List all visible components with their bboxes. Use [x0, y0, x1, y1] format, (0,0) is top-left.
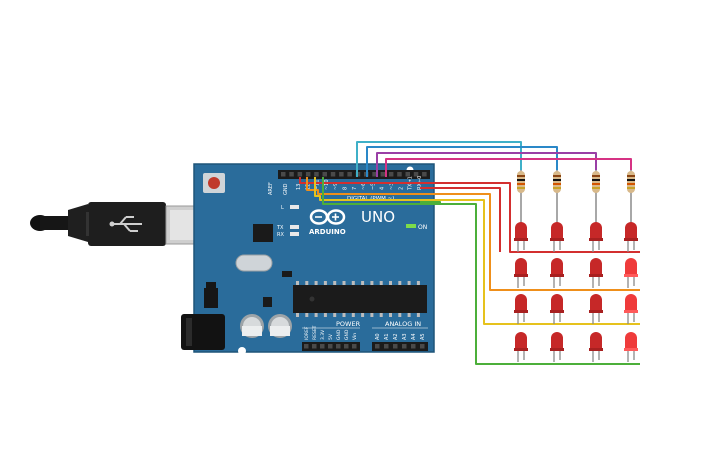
wire-yellow	[314, 177, 640, 325]
row-wires	[299, 177, 640, 365]
power-pin-label: 5V	[328, 333, 334, 340]
power-pin-label: GND	[344, 329, 350, 340]
wire-magenta	[385, 158, 632, 177]
aref-label: AREF	[268, 182, 274, 195]
led[interactable]	[589, 332, 603, 362]
led[interactable]	[589, 294, 603, 324]
wire-cyan	[356, 141, 522, 177]
tx-label: TX	[276, 225, 284, 231]
digital-pin-label: 8	[343, 187, 349, 190]
analog-pin-label: A1	[384, 333, 390, 340]
resistors	[517, 170, 635, 230]
analog-pin-label: A2	[393, 333, 399, 340]
column-wires	[356, 141, 632, 177]
status-leds	[290, 205, 416, 236]
rx-label: RX	[277, 232, 284, 238]
led[interactable]	[550, 332, 564, 362]
usb-chip	[253, 224, 273, 242]
on-label: ON	[418, 224, 427, 231]
led[interactable]	[550, 258, 564, 288]
digital-pin-label: 4	[380, 187, 386, 190]
wire-purple	[376, 152, 597, 177]
digital-pin-label: ~3	[389, 183, 395, 190]
reset-button-icon[interactable]	[203, 173, 225, 193]
l-label: L	[281, 205, 284, 211]
atmega-chip	[293, 281, 427, 317]
power-pin-label: IOREF	[304, 326, 310, 340]
power-pin-label: Vin	[352, 333, 358, 340]
voltage-regulator	[204, 288, 218, 308]
led[interactable]	[514, 294, 528, 324]
power-pin-label: RESET	[312, 325, 318, 340]
analog-pin-label: A0	[375, 333, 381, 340]
led-matrix	[514, 222, 638, 362]
digital-pin-label: 12	[305, 184, 311, 190]
digital-pin-label: ~10	[324, 179, 330, 190]
digital-pin-label: 2	[398, 187, 404, 190]
capacitor	[268, 314, 292, 338]
led[interactable]	[514, 332, 528, 362]
resistor	[592, 170, 600, 230]
led[interactable]	[624, 332, 638, 362]
digital-pin-label: ~9	[333, 183, 339, 190]
analog-pin-label: A3	[402, 333, 408, 340]
digital-pin-label: 13	[296, 184, 302, 190]
crystal	[235, 254, 273, 272]
wire-red	[299, 177, 640, 253]
led[interactable]	[550, 222, 564, 252]
gnd-label: GND	[283, 183, 289, 195]
digital-pin-label: ~6	[361, 183, 367, 190]
analog-label: ANALOG IN	[385, 320, 421, 328]
capacitor	[240, 314, 264, 338]
power-jack-icon[interactable]	[181, 314, 225, 350]
resistor	[627, 170, 635, 230]
led[interactable]	[624, 294, 638, 324]
led[interactable]	[550, 294, 564, 324]
digital-pin-label: ~5	[370, 183, 376, 190]
usb-cable-icon[interactable]	[30, 202, 207, 246]
wire-green	[322, 177, 640, 365]
digital-header[interactable]	[278, 170, 430, 179]
resistor	[517, 170, 525, 230]
digital-pin-label: ~11	[315, 179, 321, 190]
analog-pin-label: A5	[420, 333, 426, 340]
wire-dark-red	[420, 187, 501, 252]
led[interactable]	[624, 222, 638, 252]
led[interactable]	[514, 222, 528, 252]
wire-orange	[306, 177, 640, 291]
power-label: POWER	[336, 320, 361, 328]
model-label: UNO	[361, 208, 395, 226]
power-header[interactable]	[302, 342, 360, 351]
led[interactable]	[589, 258, 603, 288]
analog-pin-label: A4	[411, 333, 417, 340]
analog-header[interactable]	[372, 342, 428, 351]
digital-pin-label: 7	[352, 187, 358, 190]
power-pin-label: 3.3V	[320, 329, 326, 340]
led[interactable]	[589, 222, 603, 252]
brand-label: ARDUINO	[309, 228, 346, 236]
arduino-logo	[309, 209, 346, 225]
led[interactable]	[624, 258, 638, 288]
led[interactable]	[514, 258, 528, 288]
power-pin-label: GND	[336, 329, 342, 340]
resistor	[553, 170, 561, 230]
